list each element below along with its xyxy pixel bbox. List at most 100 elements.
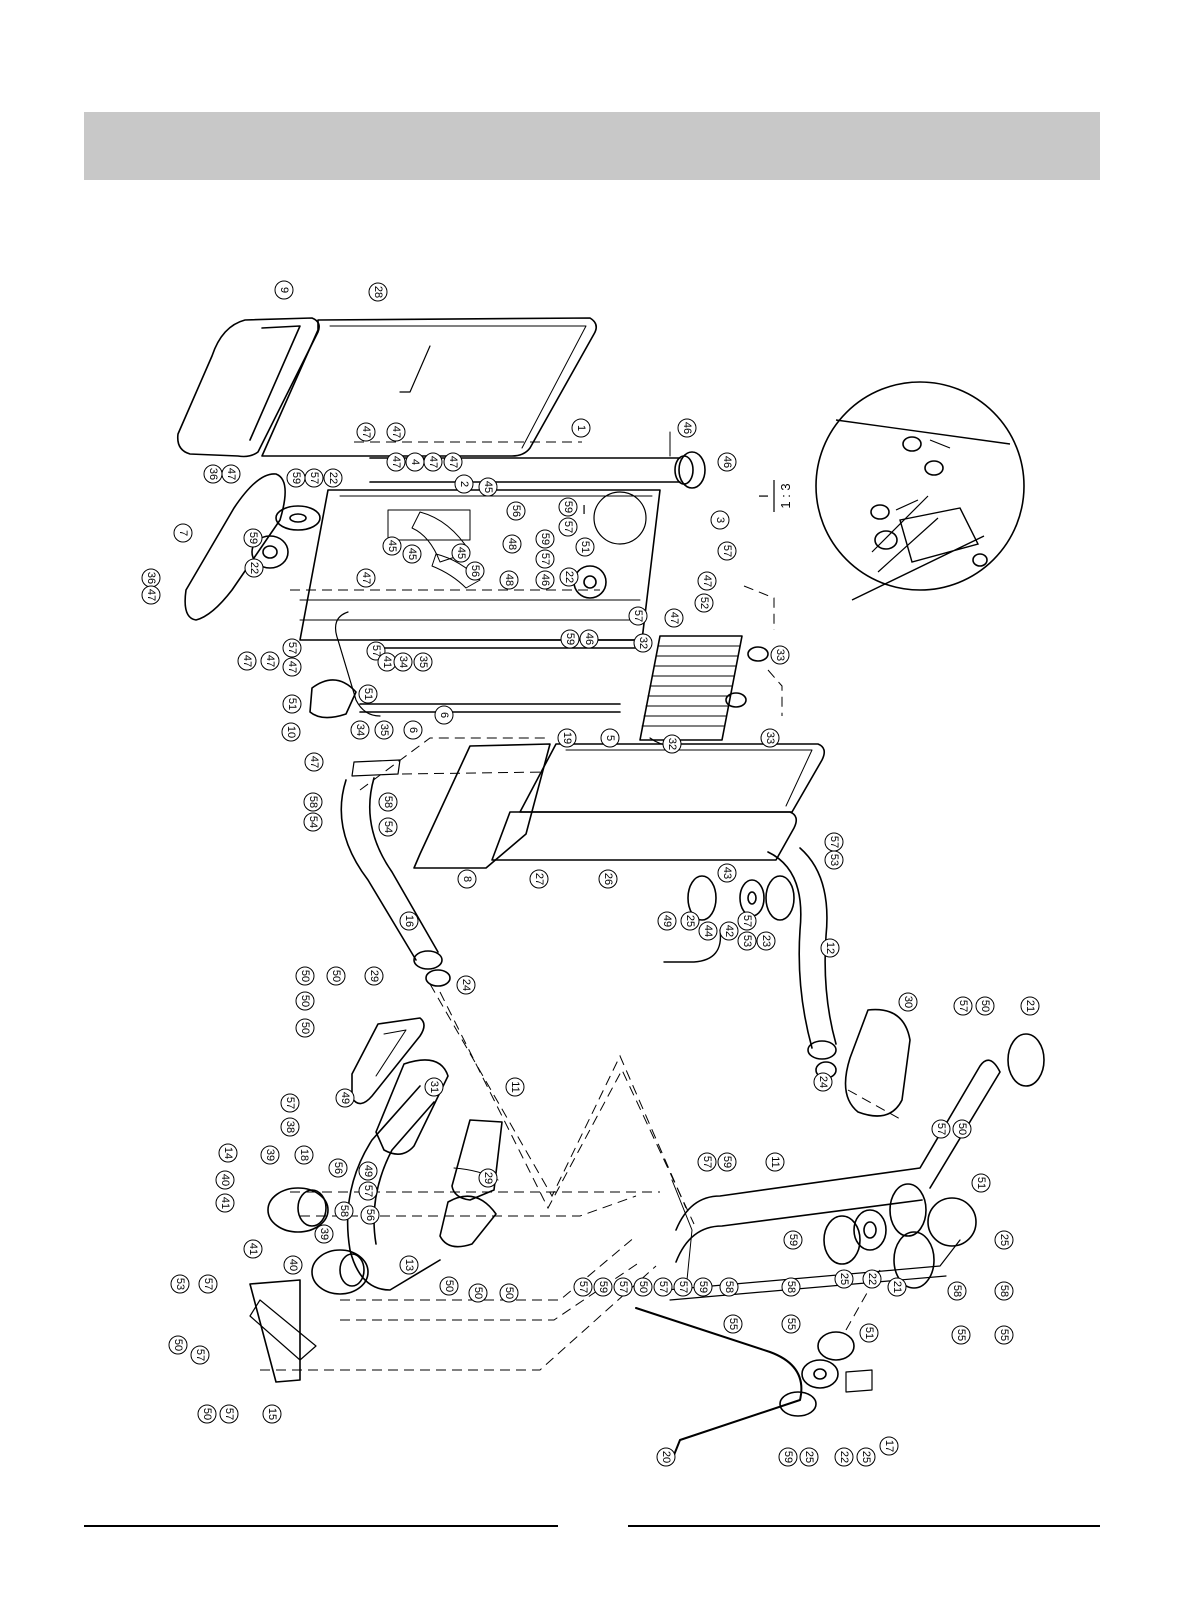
part-callout: 12 — [820, 938, 840, 958]
part-callout: 47 — [697, 571, 717, 591]
callout-circle — [994, 1230, 1014, 1250]
part-callout: 43 — [717, 863, 737, 883]
lower-shroud-rear — [519, 743, 826, 813]
part-callout: 13 — [399, 1255, 419, 1275]
side-shield-oval — [184, 473, 286, 621]
part-callout: 21 — [887, 1277, 907, 1297]
callout-circle — [781, 1314, 801, 1334]
pulley-disc — [823, 1215, 861, 1265]
part-callout: 36 — [203, 464, 223, 484]
callout-number: 15 — [266, 1408, 278, 1420]
part-callout: 57 — [673, 1277, 693, 1297]
part-callout: 51 — [971, 1173, 991, 1193]
callout-number: 47 — [145, 589, 157, 601]
callout-circle — [770, 645, 790, 665]
part-callout: 49 — [358, 1161, 378, 1181]
part-callout: 58 — [781, 1277, 801, 1297]
part-callout: 47 — [237, 651, 257, 671]
part-callout: 33 — [760, 728, 780, 748]
part-callout: 49 — [335, 1088, 355, 1108]
callout-number: 25 — [803, 1451, 815, 1463]
callout-circle — [283, 1255, 303, 1275]
callout-number: 51 — [286, 698, 298, 710]
part-callout: 25 — [680, 911, 700, 931]
callout-number: 47 — [225, 468, 237, 480]
foot-bar — [249, 1279, 301, 1383]
weight-stack-bumper — [747, 646, 769, 662]
callout-number: 32 — [637, 637, 649, 649]
part-callout: 40 — [283, 1255, 303, 1275]
part-callout: 47 — [260, 651, 280, 671]
part-callout: 29 — [478, 1168, 498, 1188]
callout-number: 51 — [362, 688, 374, 700]
callout-circle — [628, 606, 648, 626]
callout-circle — [535, 570, 555, 590]
callout-number: 47 — [241, 655, 253, 667]
callout-number: 51 — [579, 541, 591, 553]
part-callout: 57 — [219, 1404, 239, 1424]
seat-upright-tube — [340, 777, 439, 961]
callout-circle — [697, 1152, 717, 1172]
part-callout: 54 — [378, 817, 398, 837]
detail-scale-label: I 1 : 3 — [756, 480, 793, 512]
part-callout: 36 — [141, 568, 161, 588]
callout-circle — [424, 1077, 444, 1097]
part-callout: 50 — [168, 1335, 188, 1355]
callout-circle — [237, 651, 257, 671]
callout-circle — [358, 1161, 378, 1181]
callout-number: 7 — [177, 530, 189, 536]
part-callout: 33 — [770, 645, 790, 665]
callout-number: 58 — [307, 796, 319, 808]
part-callout: 50 — [295, 966, 315, 986]
callout-number: 2 — [458, 481, 470, 487]
callout-number: 57 — [223, 1408, 235, 1420]
callout-number: 22 — [327, 472, 339, 484]
callout-number: 57 — [577, 1281, 589, 1293]
callout-circle — [680, 911, 700, 931]
part-callout: 47 — [423, 452, 443, 472]
callout-number: 57 — [562, 521, 574, 533]
callout-circle — [382, 536, 402, 556]
callout-circle — [358, 684, 378, 704]
part-callout: 57 — [190, 1345, 210, 1365]
callout-circle — [219, 1404, 239, 1424]
callout-circle — [558, 497, 578, 517]
callout-number: 50 — [299, 1022, 311, 1034]
callout-circle — [535, 549, 555, 569]
callout-number: 31 — [428, 1081, 440, 1093]
callout-number: 56 — [469, 565, 481, 577]
part-callout: 50 — [633, 1277, 653, 1297]
callout-circle — [335, 1088, 355, 1108]
callout-circle — [215, 1170, 235, 1190]
part-callout: 57 — [953, 996, 973, 1016]
callout-number: 47 — [360, 426, 372, 438]
part-callout: 50 — [499, 1283, 519, 1303]
callout-number: 51 — [863, 1327, 875, 1339]
callout-circle — [170, 1274, 190, 1294]
callout-number: 59 — [787, 1234, 799, 1246]
callout-number: 57 — [308, 472, 320, 484]
callout-circle — [879, 1436, 899, 1456]
callout-circle — [294, 1145, 314, 1165]
callout-circle — [360, 1205, 380, 1225]
callout-number: 50 — [443, 1280, 455, 1292]
callout-circle — [931, 1119, 951, 1139]
callout-circle — [834, 1447, 854, 1467]
callout-circle — [326, 966, 346, 986]
callout-circle — [952, 1119, 972, 1139]
callout-circle — [693, 1277, 713, 1297]
part-callout: 40 — [215, 1170, 235, 1190]
part-callout: 54 — [303, 812, 323, 832]
callout-number: 57 — [957, 1000, 969, 1012]
callout-number: 47 — [390, 426, 402, 438]
pulley-wheel — [853, 1209, 887, 1251]
part-callout: 11 — [765, 1152, 785, 1172]
part-callout: 46 — [579, 629, 599, 649]
part-callout: 47 — [304, 752, 324, 772]
callout-circle — [295, 991, 315, 1011]
callout-circle — [575, 537, 595, 557]
lower-shroud-end — [413, 743, 551, 869]
part-callout: 42 — [719, 921, 739, 941]
part-callout: 47 — [664, 608, 684, 628]
section-header-band — [84, 112, 1100, 180]
